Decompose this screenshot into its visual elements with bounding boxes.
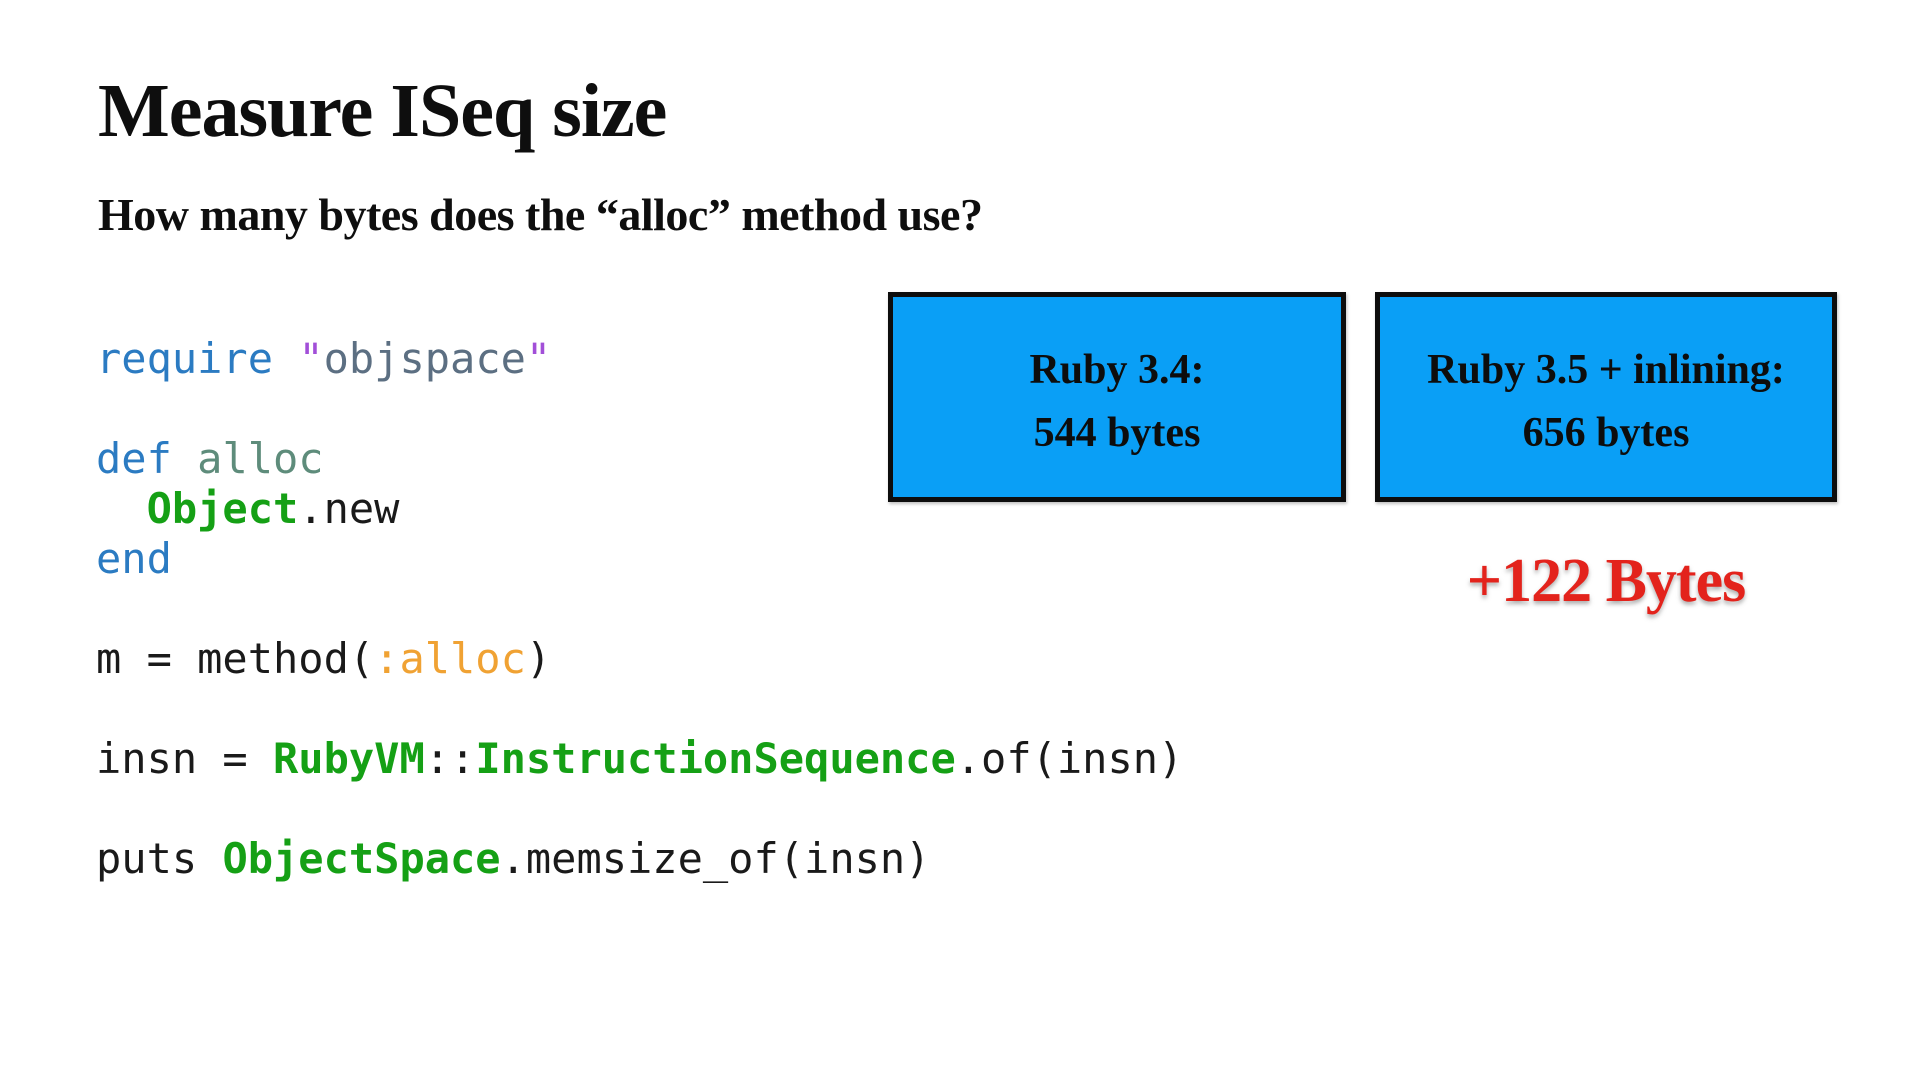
code-line: insn = RubyVM::InstructionSequence.of(in… bbox=[96, 734, 1183, 784]
ruby-34-bytes: 544 bytes bbox=[1033, 410, 1201, 456]
code-token-pl bbox=[96, 484, 147, 533]
code-token-q: " bbox=[525, 334, 552, 383]
code-token-pl: .memsize_of(insn) bbox=[500, 834, 931, 883]
code-token-pl: insn = bbox=[96, 734, 274, 783]
code-line: require "objspace" bbox=[96, 334, 1183, 384]
ruby-34-size-box: Ruby 3.4: 544 bytes bbox=[888, 292, 1346, 502]
code-line: def alloc bbox=[96, 434, 1183, 484]
code-token-sym: :alloc bbox=[374, 634, 526, 683]
code-token-q: " bbox=[298, 334, 324, 383]
code-token-const: InstructionSequence bbox=[475, 734, 956, 783]
code-token-pl: ) bbox=[525, 634, 552, 683]
code-token-pl: .new bbox=[298, 484, 400, 533]
code-token-kw: require bbox=[96, 334, 274, 383]
ruby-35-label: Ruby 3.5 + inlining: bbox=[1427, 347, 1785, 393]
code-token-const: RubyVM bbox=[273, 734, 425, 783]
slide-title: Measure ISeq size bbox=[98, 69, 667, 153]
code-token-pl bbox=[172, 434, 197, 483]
byte-delta-label: +122 Bytes bbox=[1466, 547, 1746, 615]
ruby-35-bytes: 656 bytes bbox=[1522, 410, 1690, 456]
code-token-kw: end bbox=[96, 534, 172, 583]
code-line: end bbox=[96, 534, 1183, 584]
slide-subtitle: How many bytes does the “alloc” method u… bbox=[98, 189, 983, 240]
code-token-mdef: alloc bbox=[197, 434, 324, 483]
code-token-pl: .of(insn) bbox=[955, 734, 1184, 783]
code-line bbox=[96, 684, 1183, 734]
code-token-pl: :: bbox=[424, 734, 476, 783]
code-line: Object.new bbox=[96, 484, 1183, 534]
code-token-const: Object bbox=[146, 484, 299, 533]
code-token-pl bbox=[273, 334, 298, 383]
code-token-const: ObjectSpace bbox=[222, 834, 501, 883]
code-token-pl: puts bbox=[96, 834, 223, 883]
code-line bbox=[96, 584, 1183, 634]
code-line: puts ObjectSpace.memsize_of(insn) bbox=[96, 834, 1183, 884]
ruby-35-size-box: Ruby 3.5 + inlining: 656 bytes bbox=[1375, 292, 1837, 502]
ruby-34-label: Ruby 3.4: bbox=[1029, 347, 1205, 393]
code-line: m = method(:alloc) bbox=[96, 634, 1183, 684]
code-token-str: objspace bbox=[323, 334, 526, 383]
code-line bbox=[96, 784, 1183, 834]
code-token-pl: m = method( bbox=[96, 634, 375, 683]
code-token-kw: def bbox=[96, 434, 172, 483]
